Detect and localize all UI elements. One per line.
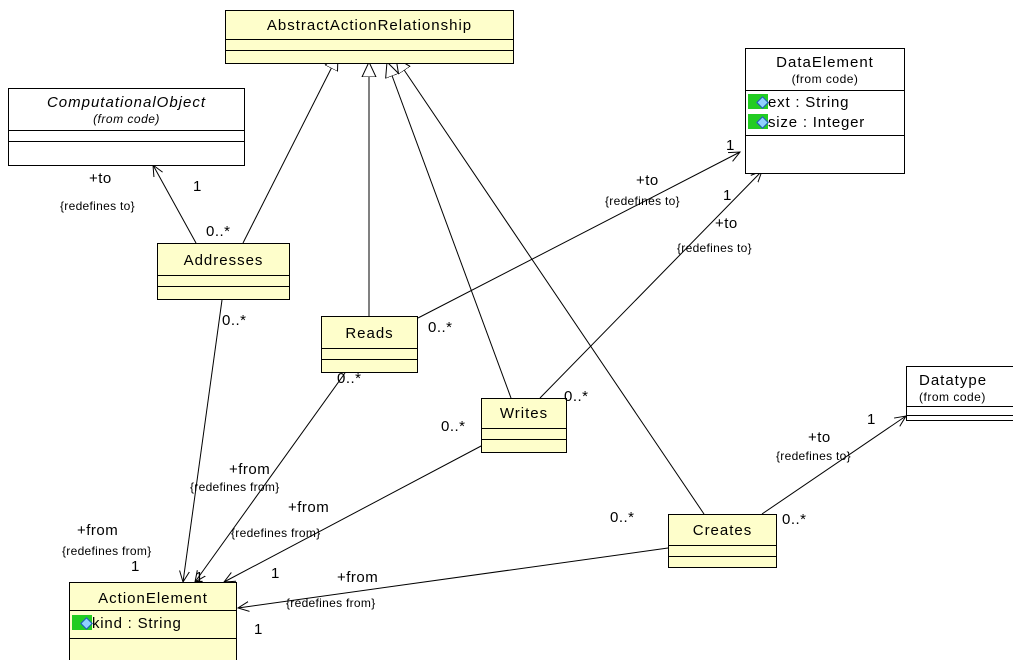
multiplicity-label: 0..* xyxy=(782,511,807,528)
association-addresses-to xyxy=(153,165,197,244)
class-datatype[interactable]: Datatype (from code) xyxy=(906,366,1013,421)
constraint-label: {redefines to} xyxy=(60,199,135,213)
constraint-label: {redefines to} xyxy=(605,194,680,208)
multiplicity-label: 1 xyxy=(271,565,280,582)
class-name: Datatype xyxy=(919,372,988,389)
role-label: +to xyxy=(808,429,831,446)
class-name: ComputationalObject xyxy=(46,94,207,111)
attribute-icon xyxy=(72,615,92,630)
operation-compartment xyxy=(226,50,513,51)
class-action-element[interactable]: ActionElement kind : String xyxy=(69,582,237,660)
generalization-addresses xyxy=(242,55,338,244)
constraint-label: {redefines from} xyxy=(62,544,152,558)
multiplicity-label: 0..* xyxy=(337,370,362,387)
attribute-compartment xyxy=(226,39,513,50)
attribute-icon xyxy=(748,114,768,129)
class-abstract-action-relationship[interactable]: AbstractActionRelationship xyxy=(225,10,514,64)
constraint-label: {redefines to} xyxy=(677,241,752,255)
class-name: AbstractActionRelationship xyxy=(266,17,473,34)
multiplicity-label: 1 xyxy=(254,621,263,638)
class-name: Creates xyxy=(692,522,753,539)
class-writes[interactable]: Writes xyxy=(481,398,567,453)
class-data-element[interactable]: DataElement (from code) ext : String siz… xyxy=(745,48,905,174)
multiplicity-label: 0..* xyxy=(610,509,635,526)
class-stereotype: (from code) xyxy=(919,390,986,404)
multiplicity-label: 1 xyxy=(193,178,202,195)
multiplicity-label: 1 xyxy=(867,411,876,428)
constraint-label: {redefines to} xyxy=(776,449,851,463)
operation-compartment xyxy=(9,141,244,142)
constraint-label: {redefines from} xyxy=(231,526,321,540)
class-stereotype: (from code) xyxy=(791,72,859,86)
attribute-size[interactable]: size : Integer xyxy=(746,113,904,133)
constraint-label: {redefines from} xyxy=(286,596,376,610)
multiplicity-label: 1 xyxy=(195,569,204,586)
class-addresses[interactable]: Addresses xyxy=(157,243,290,300)
class-stereotype: (from code) xyxy=(93,112,160,126)
multiplicity-label: 0..* xyxy=(441,418,466,435)
operation-compartment xyxy=(669,556,776,557)
attribute-ext[interactable]: ext : String xyxy=(746,93,904,113)
generalization-creates xyxy=(396,58,705,515)
operation-compartment xyxy=(158,286,289,287)
operation-compartment xyxy=(907,415,1013,416)
attribute-compartment xyxy=(482,428,566,439)
role-label: +from xyxy=(77,522,119,539)
attribute-compartment xyxy=(322,348,417,359)
class-reads[interactable]: Reads xyxy=(321,316,418,373)
multiplicity-label: 0..* xyxy=(428,319,453,336)
class-computational-object[interactable]: ComputationalObject (from code) xyxy=(8,88,245,166)
multiplicity-label: 1 xyxy=(723,187,732,204)
association-creates-from xyxy=(238,547,669,608)
attribute-compartment: kind : String xyxy=(70,610,236,638)
attribute-compartment xyxy=(9,130,244,141)
association-reads-to xyxy=(417,152,740,319)
role-label: +from xyxy=(337,569,379,586)
multiplicity-label: 0..* xyxy=(206,223,231,240)
attribute-icon xyxy=(748,94,768,109)
multiplicity-label: 1 xyxy=(726,137,735,154)
role-label: +to xyxy=(636,172,659,189)
class-name: Reads xyxy=(345,325,394,342)
class-name: Addresses xyxy=(183,252,264,269)
multiplicity-label: 0..* xyxy=(222,312,247,329)
role-label: +from xyxy=(288,499,330,516)
association-creates-to xyxy=(761,416,906,515)
association-writes-to xyxy=(539,171,762,399)
attribute-compartment xyxy=(669,545,776,556)
role-label: +to xyxy=(89,170,112,187)
constraint-label: {redefines from} xyxy=(190,480,280,494)
operation-compartment xyxy=(482,439,566,440)
role-label: +to xyxy=(715,215,738,232)
attribute-compartment xyxy=(907,406,1013,415)
class-name: DataElement xyxy=(776,54,874,71)
class-name: Writes xyxy=(499,405,549,422)
role-label: +from xyxy=(229,461,271,478)
class-name: ActionElement xyxy=(98,590,208,607)
class-creates[interactable]: Creates xyxy=(668,514,777,568)
association-reads-from xyxy=(195,372,346,582)
association-addresses-from xyxy=(183,299,223,582)
attribute-compartment: ext : String size : Integer xyxy=(746,90,904,135)
association-writes-from xyxy=(224,444,484,582)
multiplicity-label: 1 xyxy=(131,558,140,575)
multiplicity-label: 0..* xyxy=(564,388,589,405)
attribute-compartment xyxy=(158,275,289,286)
generalization-writes xyxy=(387,62,512,399)
operation-compartment xyxy=(70,638,236,639)
attribute-kind[interactable]: kind : String xyxy=(70,614,236,634)
operation-compartment xyxy=(746,135,904,136)
operation-compartment xyxy=(322,359,417,360)
